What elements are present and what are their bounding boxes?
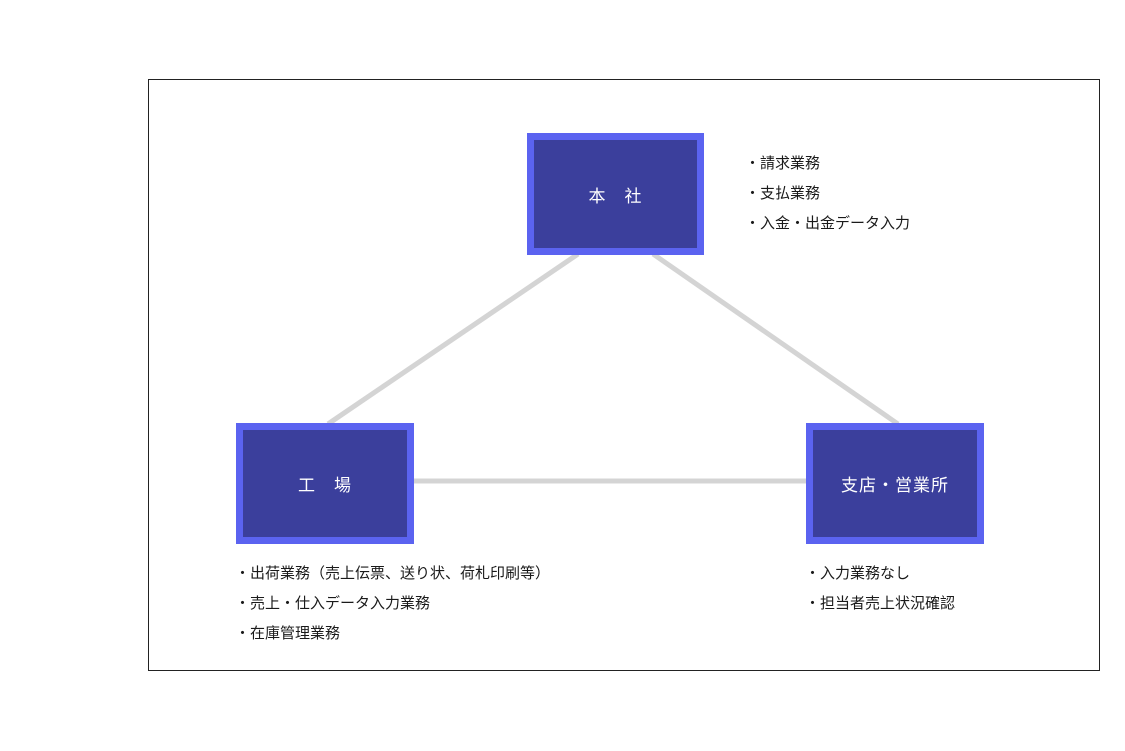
task-item: 売上・仕入データ入力業務 (235, 588, 550, 618)
task-item: 支払業務 (745, 178, 910, 208)
factory-label: 工 場 (298, 476, 352, 496)
connector-hq-branch (651, 251, 900, 427)
headquarters-label: 本 社 (588, 186, 643, 207)
branch-label: 支店・営業所 (841, 476, 949, 496)
task-item: 入金・出金データ入力 (745, 208, 910, 238)
task-item: 在庫管理業務 (235, 618, 550, 648)
factory-task-list: 出荷業務（売上伝票、送り状、荷札印刷等） 売上・仕入データ入力業務 在庫管理業務 (235, 558, 550, 648)
branch-node: 支店・営業所 (806, 423, 984, 544)
task-item: 請求業務 (745, 148, 910, 178)
task-item: 担当者売上状況確認 (805, 588, 955, 618)
task-item: 出荷業務（売上伝票、送り状、荷札印刷等） (235, 558, 550, 588)
branch-task-list: 入力業務なし 担当者売上状況確認 (805, 558, 955, 618)
task-item: 入力業務なし (805, 558, 955, 588)
factory-node: 工 場 (236, 423, 414, 544)
headquarters-node: 本 社 (527, 133, 704, 255)
connector-hq-factory (326, 251, 580, 427)
headquarters-task-list: 請求業務 支払業務 入金・出金データ入力 (745, 148, 910, 238)
